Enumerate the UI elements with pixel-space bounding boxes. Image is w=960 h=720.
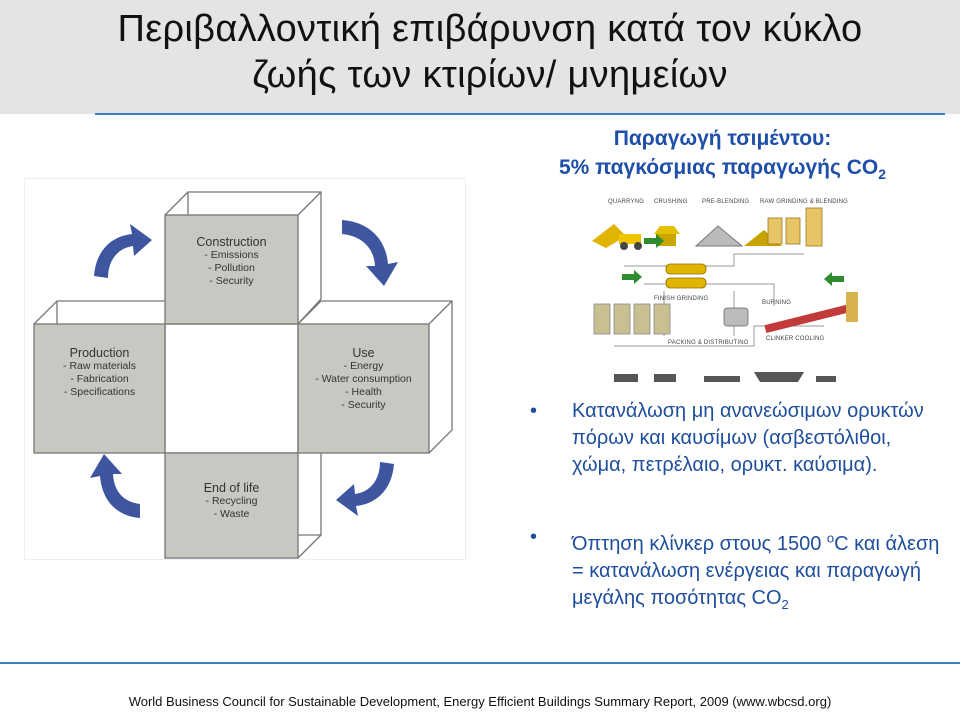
label-quarrying: QUARRYNG xyxy=(608,199,645,205)
bullet-text: Όπτηση κλίνκερ στους 1500 οC και άλεση =… xyxy=(572,530,940,612)
use-label: Use - Energy - Water consumption - Healt… xyxy=(298,346,429,412)
end-of-life-box xyxy=(164,452,299,559)
label-raw-grinding: RAW GRINDING & BLENDING xyxy=(760,199,849,205)
label-packing: PACKING & DISTRIBUTING xyxy=(668,340,749,346)
cement-process-illustration: QUARRYNG CRUSHING PRE-BLENDING RAW GRIND… xyxy=(584,196,874,392)
cement-heading-line-2: 5% παγκόσμιας παραγωγής CO2 xyxy=(495,153,950,189)
lifecycle-diagram: Construction - Emissions - Pollution - S… xyxy=(24,178,466,560)
construction-item: - Security xyxy=(209,275,254,287)
title-band xyxy=(0,0,960,114)
title-line-2: ζωής των κτιρίων/ μνημείων xyxy=(252,54,728,96)
use-item: - Health xyxy=(345,386,382,398)
cement-heading-line-1: Παραγωγή τσιμέντου: xyxy=(613,127,832,150)
production-item: - Specifications xyxy=(63,386,136,398)
label-preblending: PRE-BLENDING xyxy=(702,199,750,205)
bullet-item: • Όπτηση κλίνκερ στους 1500 οC και άλεση… xyxy=(530,524,950,618)
cement-process-graphic xyxy=(592,207,858,382)
bullet-list: • Κατανάλωση μη ανανεώσιμων ορυκτών πόρω… xyxy=(530,398,950,618)
label-burning: BURNING xyxy=(762,300,792,306)
end-of-life-item: - Waste xyxy=(213,508,250,520)
footer-rule xyxy=(0,662,960,664)
cement-heading: Παραγωγή τσιμέντου: 5% παγκόσμιας παραγω… xyxy=(495,124,950,189)
bullet-item: • Κατανάλωση μη ανανεώσιμων ορυκτών πόρω… xyxy=(530,398,950,479)
title-line-1: Περιβαλλοντική επιβάρυνση κατά τον κύκλο xyxy=(117,8,863,50)
lifecycle-diagram-graphic xyxy=(24,178,466,560)
use-title: Use xyxy=(352,346,375,360)
label-crushing: CRUSHING xyxy=(654,199,688,205)
co2-subscript: 2 xyxy=(781,596,789,612)
construction-label: Construction - Emissions - Pollution - S… xyxy=(165,235,298,288)
production-box xyxy=(33,323,166,454)
use-item: - Water consumption xyxy=(315,373,412,385)
production-label: Production - Raw materials - Fabrication… xyxy=(34,346,165,399)
bullet-marker: • xyxy=(530,526,538,548)
cement-heading-subscript: 2 xyxy=(878,166,887,183)
cycle-arrow-top-left xyxy=(94,224,152,278)
end-of-life-label: End of life - Recycling - Waste xyxy=(165,481,298,521)
source-footer: World Business Council for Sustainable D… xyxy=(128,694,832,709)
slide-title: Περιβαλλοντική επιβάρυνση κατά τον κύκλο… xyxy=(0,6,960,98)
production-title: Production xyxy=(69,346,130,360)
cement-heading-line-2-text: 5% παγκόσμιας παραγωγής CO xyxy=(558,156,879,179)
cycle-arrow-bottom-right xyxy=(336,462,394,516)
degree-superscript: ο xyxy=(826,530,835,545)
bullet-marker: • xyxy=(530,400,538,422)
bullet-text: Κατανάλωση μη ανανεώσιμων ορυκτών πόρων … xyxy=(572,400,924,476)
construction-item: - Pollution xyxy=(208,262,255,274)
use-item: - Security xyxy=(341,399,386,411)
end-of-life-title: End of life xyxy=(203,481,260,495)
cycle-arrow-bottom-left xyxy=(90,454,140,518)
use-item: - Energy xyxy=(343,360,384,372)
cycle-arrow-top-right xyxy=(342,220,398,286)
construction-box xyxy=(164,214,299,325)
production-item: - Raw materials xyxy=(63,360,136,372)
label-clinker-cooling: CLINKER COOLING xyxy=(766,336,825,342)
construction-title: Construction xyxy=(196,235,267,249)
end-of-life-item: - Recycling xyxy=(205,495,258,507)
construction-item: - Emissions xyxy=(204,249,259,261)
bullet-text-part: C και άλεση = κατανάλωση ενέργειας και π… xyxy=(572,532,940,609)
bullet-text-part: Όπτηση κλίνκερ στους 1500 xyxy=(572,532,827,555)
label-finish-grinding: FINISH GRINDING xyxy=(654,296,709,302)
use-box xyxy=(297,323,430,454)
title-underline xyxy=(95,113,945,115)
production-item: - Fabrication xyxy=(70,373,129,385)
